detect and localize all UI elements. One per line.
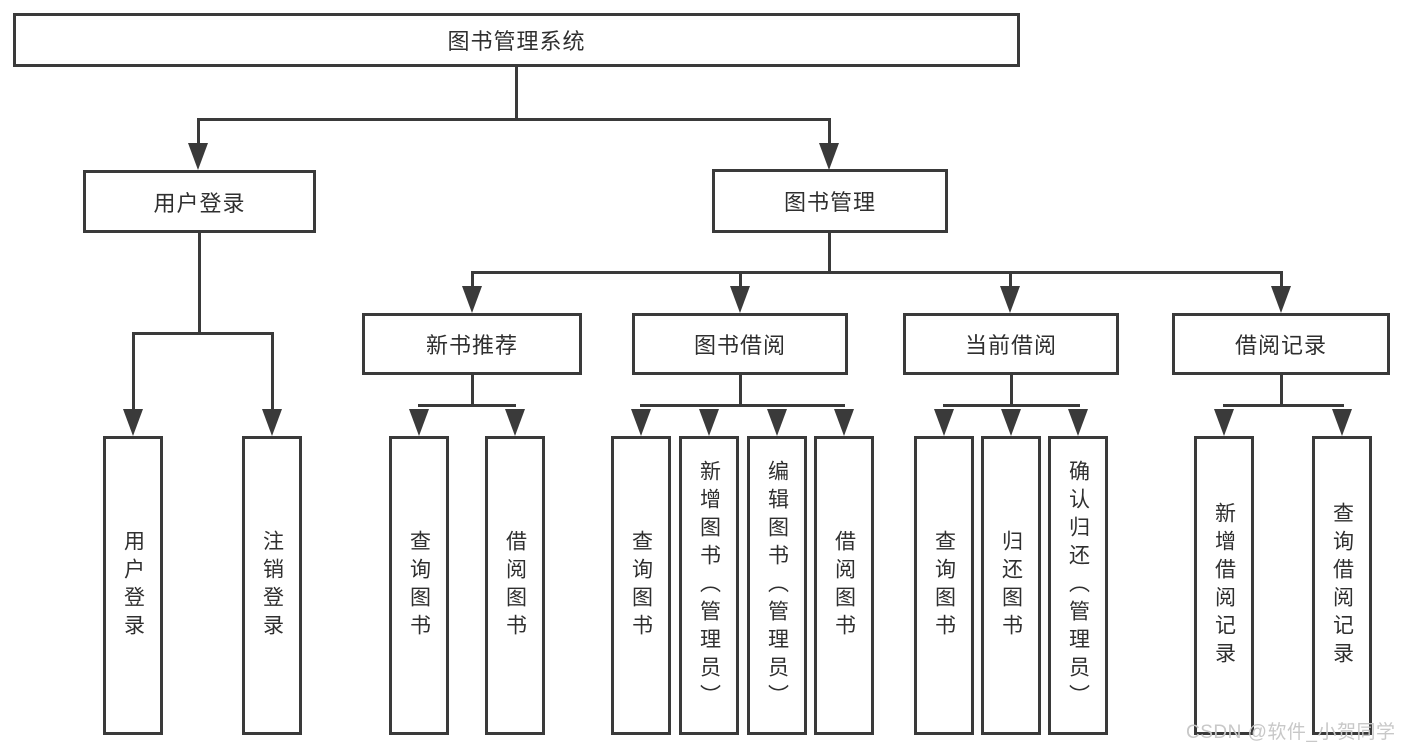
connector-line bbox=[132, 332, 135, 410]
arrow-down-icon bbox=[834, 409, 854, 436]
leaf-borrow-borrow-book: 借阅图书 bbox=[814, 436, 874, 735]
connector-line bbox=[943, 404, 1080, 407]
leaf-user-login: 用户登录 bbox=[103, 436, 163, 735]
node-book-management: 图书管理 bbox=[712, 169, 948, 233]
leaf-record-query-borrow-record: 查询借阅记录 bbox=[1312, 436, 1372, 735]
leaf-record-add-borrow-record: 新增借阅记录 bbox=[1194, 436, 1254, 735]
arrow-down-icon bbox=[1001, 409, 1021, 436]
connector-line bbox=[271, 332, 274, 410]
arrow-down-icon bbox=[462, 286, 482, 313]
connector-line bbox=[132, 332, 274, 335]
connector-line bbox=[197, 118, 831, 121]
arrow-down-icon bbox=[631, 409, 651, 436]
arrow-down-icon bbox=[188, 143, 208, 170]
node-borrow-record: 借阅记录 bbox=[1172, 313, 1390, 375]
arrow-down-icon bbox=[819, 143, 839, 170]
leaf-current-query-book: 查询图书 bbox=[914, 436, 974, 735]
leaf-borrow-edit-book-admin: 编辑图书（管理员） bbox=[747, 436, 807, 735]
connector-line bbox=[640, 404, 845, 407]
arrow-down-icon bbox=[1332, 409, 1352, 436]
leaf-logout-login: 注销登录 bbox=[242, 436, 302, 735]
connector-line bbox=[828, 118, 831, 146]
arrow-down-icon bbox=[123, 409, 143, 436]
node-library-system: 图书管理系统 bbox=[13, 13, 1020, 67]
leaf-current-confirm-return-admin: 确认归还（管理员） bbox=[1048, 436, 1108, 735]
connector-line bbox=[1223, 404, 1344, 407]
node-new-book-recommend: 新书推荐 bbox=[362, 313, 582, 375]
connector-line bbox=[471, 271, 474, 288]
node-current-borrow: 当前借阅 bbox=[903, 313, 1119, 375]
connector-line bbox=[828, 233, 831, 273]
arrow-down-icon bbox=[262, 409, 282, 436]
arrow-down-icon bbox=[934, 409, 954, 436]
leaf-current-return-book: 归还图书 bbox=[981, 436, 1041, 735]
connector-line bbox=[739, 271, 742, 288]
watermark: CSDN @软件_小贺同学 bbox=[1186, 722, 1396, 743]
arrow-down-icon bbox=[730, 286, 750, 313]
leaf-borrow-query-book: 查询图书 bbox=[611, 436, 671, 735]
connector-line bbox=[739, 375, 742, 406]
connector-line bbox=[1280, 375, 1283, 406]
arrow-down-icon bbox=[1214, 409, 1234, 436]
connector-line bbox=[1009, 271, 1012, 288]
node-user-login: 用户登录 bbox=[83, 170, 316, 233]
connector-line bbox=[1280, 271, 1283, 288]
arrow-down-icon bbox=[505, 409, 525, 436]
arrow-down-icon bbox=[1068, 409, 1088, 436]
connector-line bbox=[197, 118, 200, 146]
node-book-borrow: 图书借阅 bbox=[632, 313, 848, 375]
arrow-down-icon bbox=[1000, 286, 1020, 313]
arrow-down-icon bbox=[409, 409, 429, 436]
connector-line bbox=[1010, 375, 1013, 406]
connector-line bbox=[418, 404, 516, 407]
leaf-recommend-borrow-book: 借阅图书 bbox=[485, 436, 545, 735]
arrow-down-icon bbox=[767, 409, 787, 436]
leaf-recommend-query-book: 查询图书 bbox=[389, 436, 449, 735]
connector-line bbox=[471, 375, 474, 406]
leaf-borrow-add-book-admin: 新增图书（管理员） bbox=[679, 436, 739, 735]
connector-line bbox=[515, 67, 518, 120]
connector-line bbox=[471, 271, 1283, 274]
connector-line bbox=[198, 233, 201, 333]
arrow-down-icon bbox=[699, 409, 719, 436]
arrow-down-icon bbox=[1271, 286, 1291, 313]
